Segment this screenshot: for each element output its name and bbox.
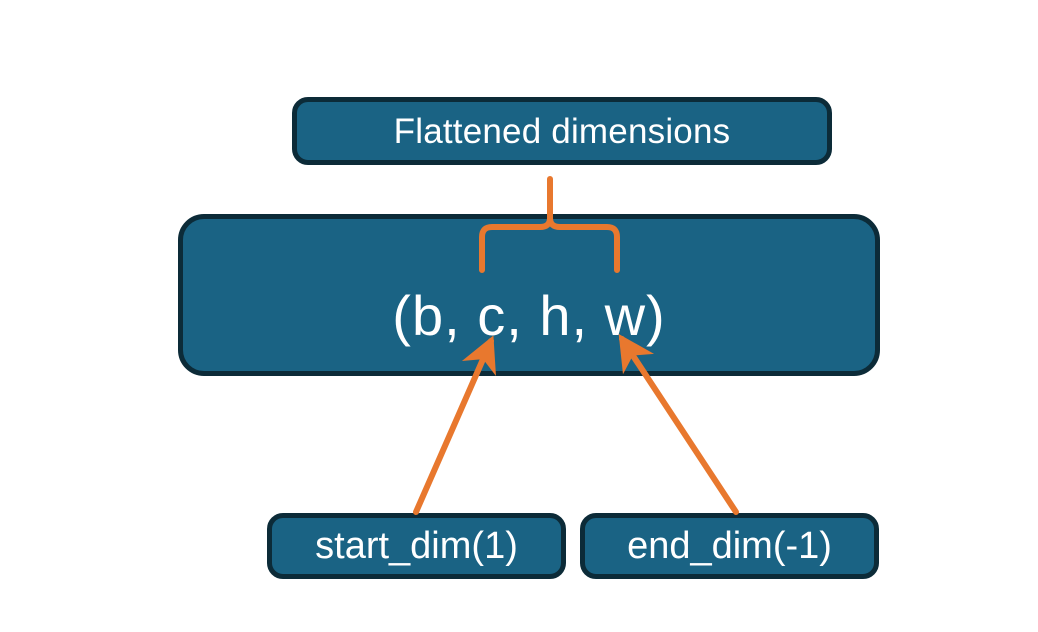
node-end-dim-label: end_dim(-1) <box>627 525 832 567</box>
node-end-dim[interactable]: end_dim(-1) <box>580 513 879 579</box>
node-flattened-dimensions[interactable]: Flattened dimensions <box>292 97 832 165</box>
node-tensor-shape[interactable]: (b, c, h, w) <box>178 214 880 376</box>
node-start-dim[interactable]: start_dim(1) <box>267 513 566 579</box>
node-flattened-dimensions-label: Flattened dimensions <box>393 111 731 151</box>
node-start-dim-label: start_dim(1) <box>315 525 518 567</box>
node-tensor-shape-label: (b, c, h, w) <box>392 284 666 347</box>
